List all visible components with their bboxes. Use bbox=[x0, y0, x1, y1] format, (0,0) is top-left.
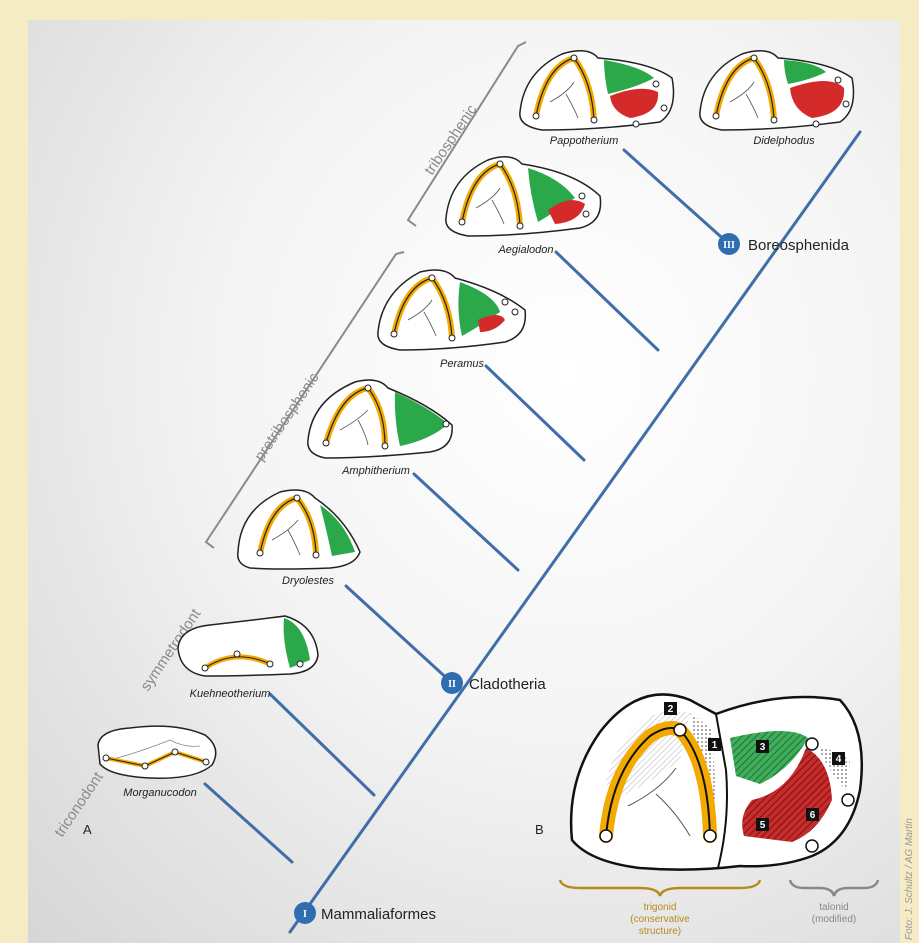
node-mammaliaformes: I Mammaliaformes bbox=[294, 902, 436, 924]
tooth-aegialodon bbox=[446, 157, 601, 236]
detail-number-4: 4 bbox=[836, 754, 842, 765]
tooth-peramus bbox=[378, 270, 525, 350]
branch-morganucodon bbox=[205, 784, 292, 862]
brace-trigonid bbox=[560, 880, 760, 896]
caption-talonid-1: talonid bbox=[819, 902, 848, 913]
node-cladotheria: II Cladotheria bbox=[441, 672, 546, 694]
taxon-label-peramus: Peramus bbox=[440, 358, 485, 370]
branch-amphitherium bbox=[414, 474, 518, 570]
tooth-dryolestes bbox=[238, 490, 360, 569]
detail-number-5: 5 bbox=[760, 820, 766, 831]
brace-talonid bbox=[790, 880, 878, 896]
taxon-label-amphitherium: Amphitherium bbox=[341, 465, 410, 477]
node-numeral: III bbox=[723, 240, 735, 251]
node-numeral: II bbox=[448, 679, 456, 690]
branch-peramus bbox=[486, 366, 584, 460]
node-label: Boreosphenida bbox=[748, 237, 850, 254]
taxon-label-didelphodus: Didelphodus bbox=[753, 135, 815, 147]
detail-tooth: 2 1 3 4 5 6 bbox=[571, 694, 862, 869]
detail-number-2: 2 bbox=[668, 704, 674, 715]
group-label-tribosphenic: tribosphenic bbox=[421, 101, 481, 178]
tooth-morganucodon bbox=[98, 726, 216, 778]
branch-aegialodon bbox=[556, 252, 658, 350]
photo-credit: Foto: J. Schultz / AG Martin bbox=[904, 818, 915, 940]
node-label: Cladotheria bbox=[469, 676, 546, 693]
branch-dryolestes bbox=[346, 586, 452, 683]
node-numeral: I bbox=[303, 909, 307, 920]
panel-label-a: A bbox=[83, 822, 92, 837]
tooth-didelphodus bbox=[700, 51, 854, 130]
tooth-amphitherium bbox=[308, 380, 452, 458]
tooth-kuehneotherium bbox=[178, 616, 318, 676]
taxon-label-dryolestes: Dryolestes bbox=[282, 575, 334, 587]
detail-number-1: 1 bbox=[712, 740, 718, 751]
node-boreosphenida: III Boreosphenida bbox=[718, 233, 850, 255]
taxon-label-aegialodon: Aegialodon bbox=[497, 244, 553, 256]
node-label: Mammaliaformes bbox=[321, 906, 436, 923]
tooth-pappotherium bbox=[520, 51, 674, 130]
branch-pappotherium bbox=[624, 150, 729, 244]
panel-label-b: B bbox=[535, 822, 544, 837]
taxon-label-kuehneotherium: Kuehneotherium bbox=[190, 688, 271, 700]
detail-number-3: 3 bbox=[760, 742, 766, 753]
caption-talonid-2: (modified) bbox=[812, 914, 856, 925]
caption-trigonid-2: (conservative bbox=[630, 914, 690, 925]
caption-trigonid-1: trigonid bbox=[644, 902, 677, 913]
caption-trigonid-3: structure) bbox=[639, 926, 681, 937]
branch-kuehneotherium bbox=[270, 694, 374, 795]
taxon-label-pappotherium: Pappotherium bbox=[550, 135, 619, 147]
detail-number-6: 6 bbox=[810, 810, 816, 821]
group-label-triconodont: triconodont bbox=[51, 769, 107, 841]
taxon-label-morganucodon: Morganucodon bbox=[123, 787, 196, 799]
